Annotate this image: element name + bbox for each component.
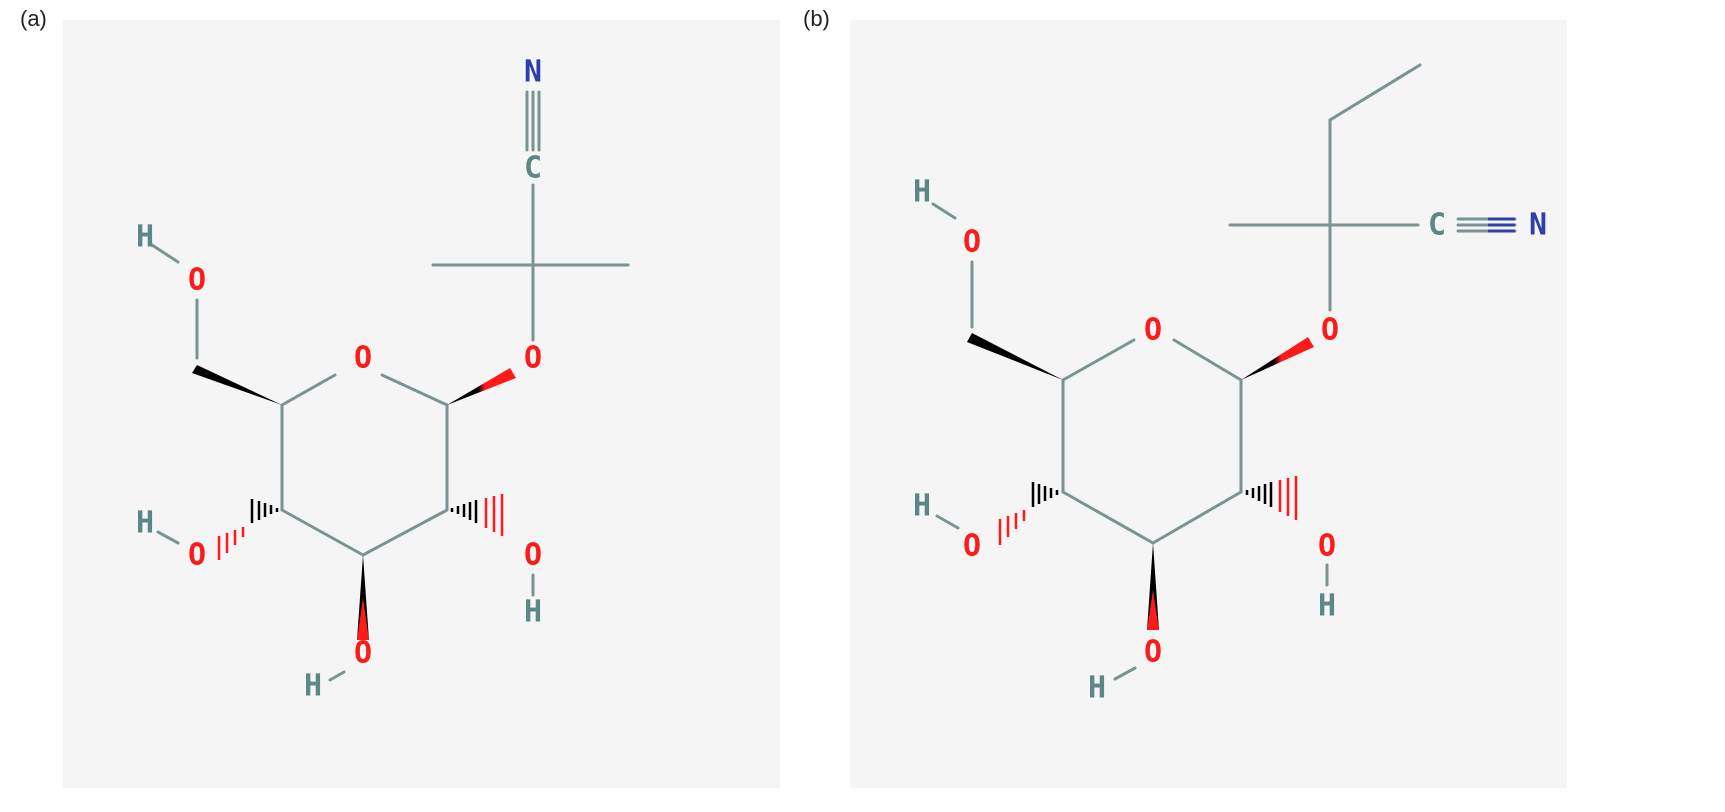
ethyl-bonds (1328, 63, 1422, 227)
oxygen-atom: O (963, 529, 981, 564)
oxygen-atom: O (1318, 529, 1336, 564)
ring-bond (1151, 490, 1243, 545)
oxygen-atom: O (1321, 313, 1339, 348)
panel-b-atoms: N C O O O H O H O H O H (913, 175, 1547, 706)
ring-bond (1172, 338, 1243, 382)
nitrogen-atom: N (1529, 208, 1547, 243)
ring-bond (280, 373, 337, 407)
panel-b-structure (850, 20, 1567, 788)
wedge-bond (357, 555, 369, 640)
oxygen-atom: O (524, 538, 542, 573)
panel-a-atoms: N C O O O H O H O H O H (136, 55, 542, 704)
carbon-atom: C (524, 151, 542, 186)
ring-bond (380, 373, 449, 407)
hydrogen-atom: H (913, 175, 931, 210)
o-h-bond (150, 243, 180, 264)
o-h-bond (1113, 666, 1137, 681)
ring-oxygen-atom: O (354, 341, 372, 376)
ring-bond (1061, 338, 1136, 382)
panel-b-stereo-bonds (967, 333, 1314, 630)
triple-bond (525, 90, 541, 152)
wedge-bond (1241, 337, 1314, 380)
hash-bond (450, 494, 504, 536)
oxygen-atom: O (1144, 635, 1162, 670)
hydrogen-atom: H (1088, 671, 1106, 706)
panel-a-structure (63, 20, 780, 788)
panel-a-molecule (150, 90, 630, 682)
oxygen-atom: O (963, 225, 981, 260)
wedge-bond (447, 368, 516, 405)
triple-bond-n-side (1488, 217, 1515, 233)
panel-b-molecule (931, 63, 1517, 681)
wedge-bond (357, 598, 369, 640)
hydrogen-atom: H (524, 595, 542, 630)
panel-b-label: (b) (803, 6, 830, 31)
oxygen-atom: O (524, 341, 542, 376)
hydrogen-atom: H (913, 489, 931, 524)
wedge-bond (1147, 590, 1159, 630)
o-h-bond (931, 202, 957, 220)
ring-bond (280, 508, 365, 557)
hydrogen-atom: H (304, 669, 322, 704)
hash-bond (1245, 476, 1298, 520)
hydrogen-atom: H (136, 506, 154, 541)
wedge-bond (967, 333, 1063, 380)
hash-bond (217, 499, 279, 560)
nitrogen-atom: N (524, 55, 542, 90)
wedge-bond (1147, 543, 1159, 630)
ring-oxygen-atom: O (1144, 313, 1162, 348)
o-h-bond (328, 670, 346, 682)
carbon-atom: C (1428, 208, 1446, 243)
hydrogen-atom: H (136, 220, 154, 255)
o-h-bond (156, 530, 180, 545)
o-h-bond (935, 514, 960, 530)
oxygen-atom: O (188, 538, 206, 573)
hash-bond (998, 482, 1059, 545)
hydrogen-atom: H (1318, 589, 1336, 624)
oxygen-atom: O (354, 636, 372, 671)
ring-bond (361, 508, 449, 557)
panel-a-stereo-bonds (192, 365, 516, 640)
oxygen-atom: O (188, 263, 206, 298)
panel-a-label: (a) (20, 6, 47, 31)
ring-bond (1061, 490, 1155, 545)
wedge-bond (192, 365, 282, 405)
